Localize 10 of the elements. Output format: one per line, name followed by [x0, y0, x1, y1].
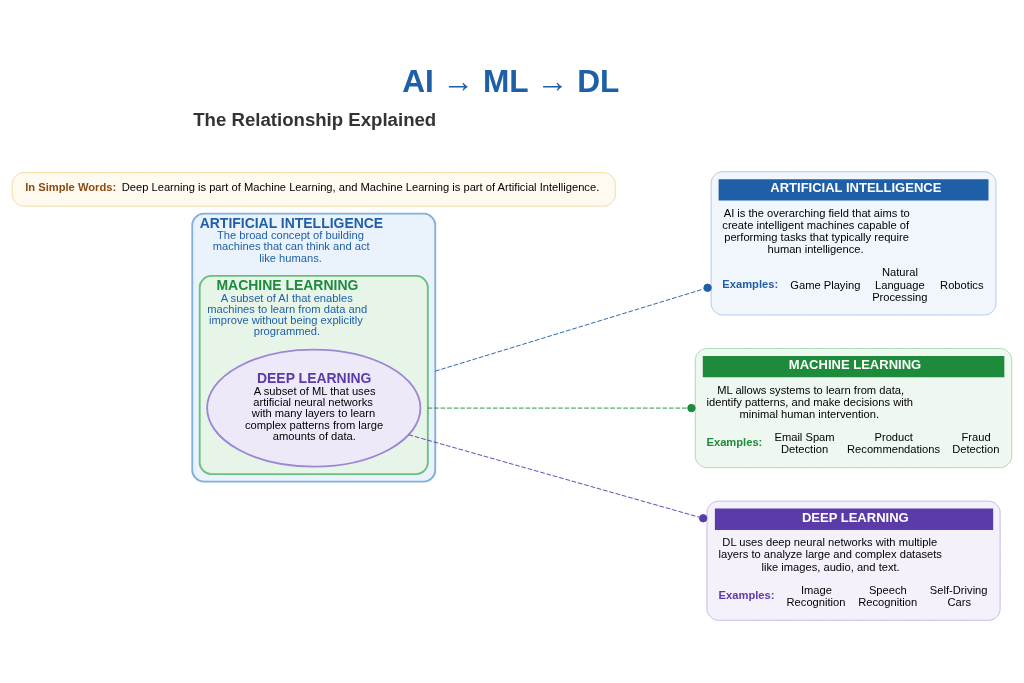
label: The Relationship Explained	[193, 108, 437, 130]
node-box: In Simple Words: Deep Learning is part of Machine Learning, and Machine Learning is part of Artificial Intelligence.	[11, 171, 616, 207]
node-box: MACHINE LEARNING ML allows systems to learn from data, identify patterns, and make decisions with minimal human intervention. Examples: Email Spam Detection Product Recommendations Fraud Detection	[694, 347, 1013, 468]
connector	[434, 283, 712, 372]
node-ellipse: DEEP LEARNING A subset of ML that uses artificial neural networks with many layers to learn complex patterns from large amounts of data.	[206, 348, 422, 467]
node-box: DEEP LEARNING DL uses deep neural networks with multiple layers to analyze large and complex datasets like images, audio, and text. Examples: Image Recognition Speech Recognition Self-Driving Cars	[706, 500, 1001, 621]
node-box: ARTIFICIAL INTELLIGENCE AI is the overarching field that aims to create intelligent machines capable of performing tasks that typically require human intelligence. Examples: Game Playing Natural Language Processing Robotics	[710, 170, 997, 315]
diagram-title: AI → ML → DL	[402, 62, 620, 99]
connector	[408, 433, 708, 522]
connector	[427, 403, 696, 412]
